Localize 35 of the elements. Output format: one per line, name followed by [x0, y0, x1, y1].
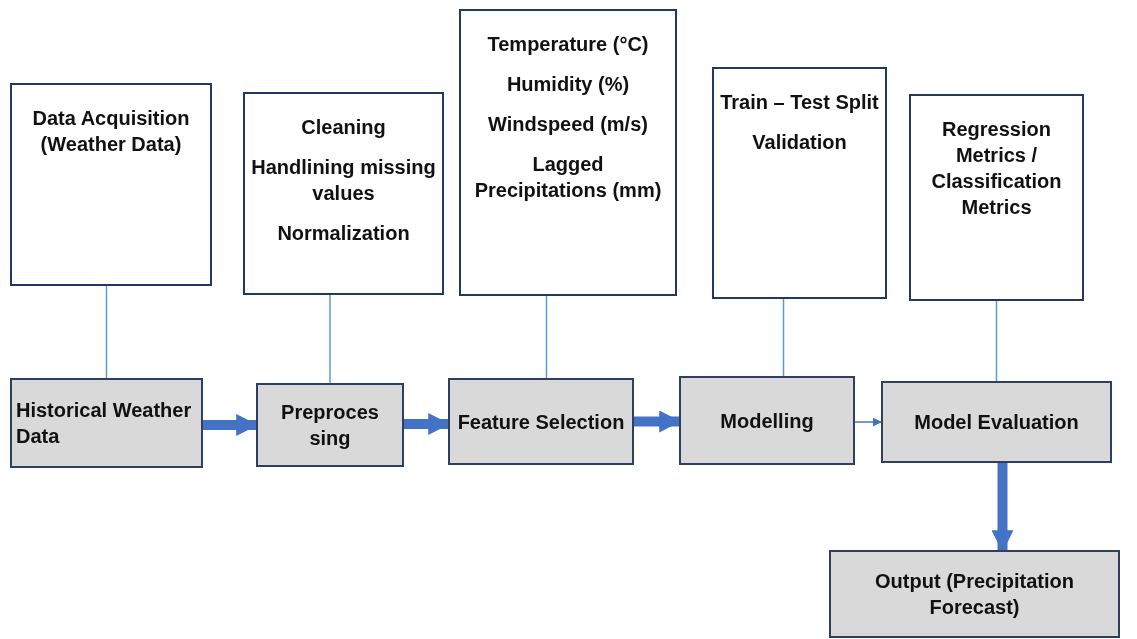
box-text: Cleaning	[301, 115, 386, 140]
note-box	[10, 83, 212, 286]
box-text: Historical Weather Data	[16, 398, 193, 449]
note-box	[243, 92, 444, 295]
connector-line	[545, 295, 548, 379]
box-text: Regression Metrics / Classification Metrics	[930, 117, 1063, 220]
box-text: Feature Selection	[457, 409, 625, 435]
note-box	[712, 67, 887, 299]
box-text: Lagged Precipitations (mm)	[473, 152, 663, 203]
arrow	[854, 417, 882, 427]
connector-line	[995, 300, 998, 382]
process-box	[679, 376, 855, 465]
box-text: Output (Precipitation Forecast)	[874, 569, 1075, 620]
box-text: Data Acquisition (Weather Data)	[31, 106, 191, 157]
process-box	[448, 378, 634, 465]
box-text: Validation	[752, 130, 847, 155]
process-box	[829, 550, 1120, 638]
box-text: Preproces sing	[280, 400, 380, 451]
note-box	[459, 9, 677, 296]
box-text: Temperature (°C)	[487, 32, 649, 57]
box-text: Handlining missing values	[250, 155, 437, 206]
process-box	[881, 381, 1112, 463]
box-text: Model Evaluation	[914, 410, 1079, 435]
box-text: Modelling	[720, 408, 814, 434]
process-box	[10, 378, 203, 468]
box-text: Windspeed (m/s)	[488, 112, 648, 137]
box-text: Train – Test Split	[720, 90, 879, 115]
box-text: Normalization	[277, 221, 410, 246]
box-text: Humidity (%)	[506, 72, 630, 97]
arrow	[991, 463, 1014, 553]
connector-line	[329, 294, 331, 384]
process-box	[256, 383, 404, 467]
connector-line	[782, 298, 785, 377]
note-box	[909, 94, 1084, 301]
connector-line	[105, 285, 108, 379]
